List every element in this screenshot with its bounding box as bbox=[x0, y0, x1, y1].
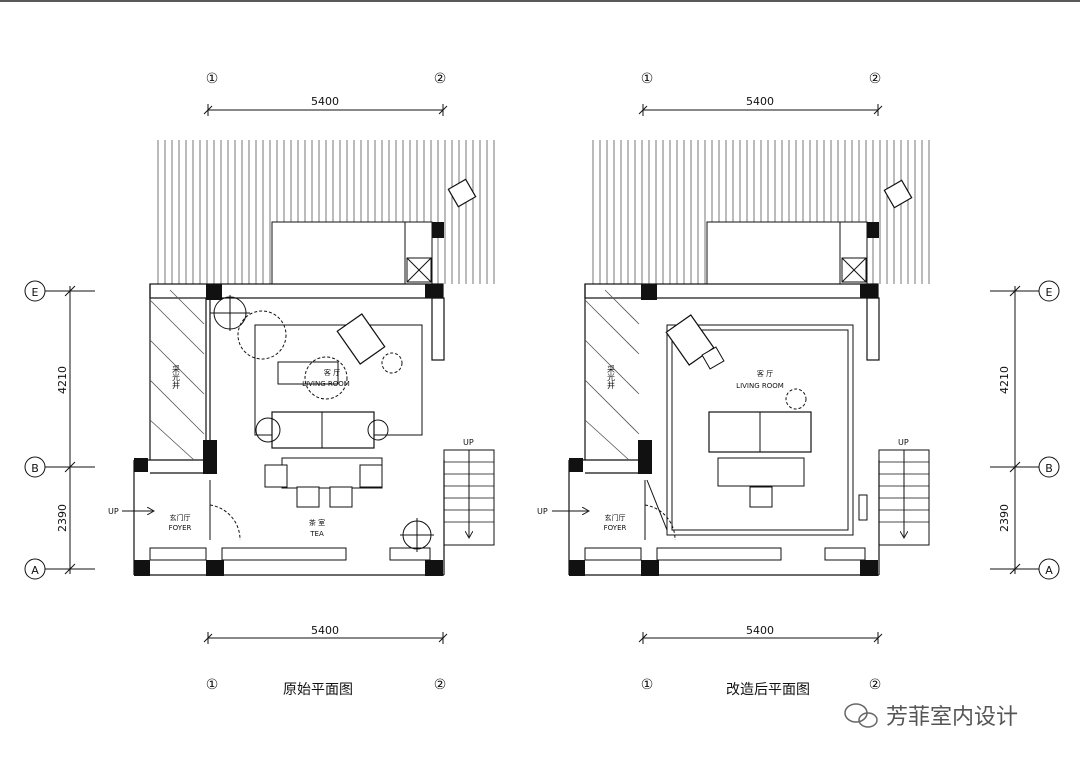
grid-axes-left: E B A 4210 2390 bbox=[24, 280, 95, 580]
svg-text:E: E bbox=[32, 286, 39, 299]
svg-text:A: A bbox=[31, 564, 39, 577]
dimension-top bbox=[203, 104, 448, 116]
axis-bubble-2-top: ② bbox=[869, 71, 882, 87]
living-room-label-en: LIVING ROOM bbox=[736, 382, 784, 390]
dimension-top-label: 5400 bbox=[746, 95, 774, 108]
foyer-label-en: FOYER bbox=[169, 524, 192, 532]
lightwell-hatch bbox=[584, 289, 640, 461]
up-arrow-label: UP bbox=[537, 507, 548, 516]
svg-text:B: B bbox=[31, 462, 39, 475]
terrace-hatch bbox=[157, 140, 495, 284]
axis-bubble-1-top: ① bbox=[206, 71, 219, 87]
svg-text:①: ① bbox=[206, 71, 219, 87]
svg-text:B: B bbox=[1045, 462, 1053, 475]
lightwell-hatch bbox=[149, 289, 205, 461]
columns bbox=[134, 222, 444, 576]
terrace-hatch bbox=[592, 140, 930, 284]
plan-caption: 原始平面图 bbox=[283, 682, 353, 698]
dimension-bottom-label: 5400 bbox=[746, 624, 774, 637]
axis-bubble-2-bottom: ② bbox=[434, 677, 447, 693]
dimension-bottom-label: 5400 bbox=[311, 624, 339, 637]
armchair bbox=[336, 313, 386, 365]
svg-text:A: A bbox=[1045, 564, 1053, 577]
axis-bubble-1-top: ① bbox=[641, 71, 654, 87]
living-room-label-en: LIVING ROOM bbox=[302, 380, 350, 388]
dimension-bottom bbox=[638, 632, 883, 644]
up-arrow-label: UP bbox=[108, 507, 119, 516]
grid-axes-right: E B A 4210 2390 bbox=[990, 280, 1060, 580]
foyer-label-en: FOYER bbox=[604, 524, 627, 532]
lightwell-label: 采光井 bbox=[607, 364, 616, 390]
sofa bbox=[271, 411, 375, 449]
svg-text:2390: 2390 bbox=[56, 504, 69, 532]
foyer-label-cn: 玄门厅 bbox=[170, 513, 191, 522]
svg-text:2390: 2390 bbox=[998, 504, 1011, 532]
tea-room-label-cn: 茶 室 bbox=[309, 518, 325, 527]
living-room-label-cn: 客 厅 bbox=[324, 368, 340, 377]
terrace-chair bbox=[447, 178, 477, 208]
coffee-table bbox=[717, 457, 805, 487]
dimension-top bbox=[638, 104, 883, 116]
dimension-bottom bbox=[203, 632, 448, 644]
wechat-icon bbox=[844, 703, 878, 728]
foyer-label-cn: 玄门厅 bbox=[605, 513, 626, 522]
living-room-label-cn: 客 厅 bbox=[757, 369, 773, 378]
svg-text:4210: 4210 bbox=[998, 366, 1011, 394]
axis-bubble-2-bottom: ② bbox=[869, 677, 882, 693]
axis-bubble-1-bottom: ① bbox=[206, 677, 219, 693]
tea-room-label-en: TEA bbox=[309, 530, 324, 538]
stairs-up-label: UP bbox=[463, 438, 474, 447]
axis-bubble-2-top: ② bbox=[434, 71, 447, 87]
living-rug-inner bbox=[671, 329, 849, 531]
watermark: 芳菲室内设计 bbox=[844, 703, 1018, 730]
living-rug-outer bbox=[666, 324, 854, 536]
svg-text:②: ② bbox=[434, 71, 447, 87]
svg-text:E: E bbox=[1046, 286, 1053, 299]
plan-original: ① ② 5400 bbox=[108, 71, 495, 698]
armchair bbox=[665, 314, 715, 366]
terrace-chair bbox=[883, 179, 913, 209]
columns bbox=[569, 222, 879, 576]
watermark-text: 芳菲室内设计 bbox=[886, 705, 1018, 730]
stairs-up-label: UP bbox=[898, 438, 909, 447]
lightwell-label: 采光井 bbox=[172, 364, 181, 390]
svg-text:4210: 4210 bbox=[56, 366, 69, 394]
plan-renovated: ① ② 5400 bbox=[537, 71, 930, 698]
axis-bubble-1-bottom: ① bbox=[641, 677, 654, 693]
dimension-top-label: 5400 bbox=[311, 95, 339, 108]
plan-caption: 改造后平面图 bbox=[726, 682, 810, 698]
